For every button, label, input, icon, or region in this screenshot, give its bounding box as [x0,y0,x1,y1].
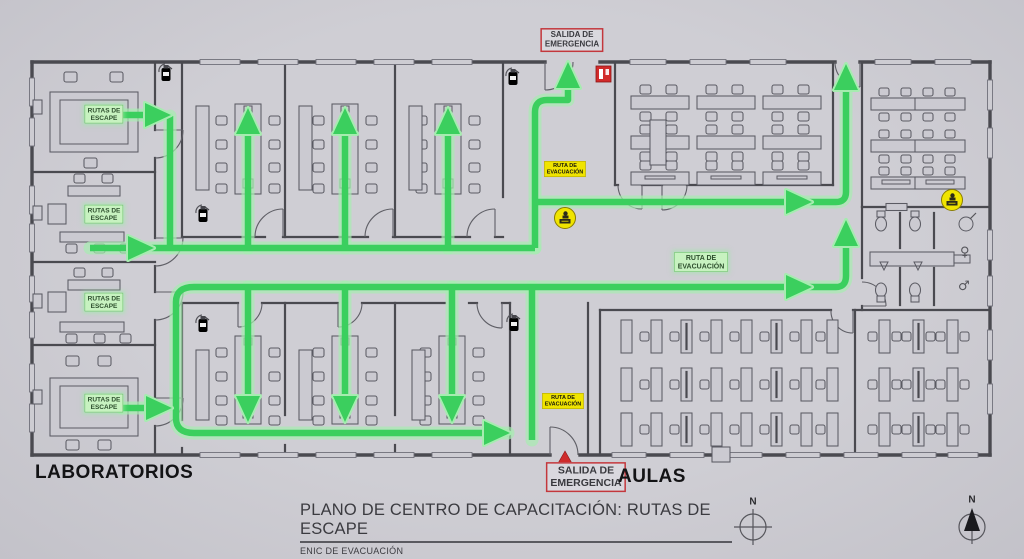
evacuation-route-small-label-bottom: RUTA DE EVACUACIÓN [542,393,584,409]
compass-north-arrow [958,508,986,544]
title-block: PLANO DE CENTRO DE CAPACITACIÓN: RUTAS D… [300,501,732,556]
compass-crosshair [734,509,772,545]
escape-route-label-1: RUTAS DE ESCAPE [84,104,124,124]
plan-subtitle: ENIC DE EVACUACIÓN [300,546,404,556]
evacuation-route-small-label-top: RUTA DE EVACUACIÓN [544,161,586,177]
svg-text:♀: ♀ [960,245,970,260]
evacuation-route-label: RUTA DE EVACUACIÓN [674,252,728,272]
safety-icons [158,63,963,463]
compass-symbols [734,508,986,545]
escape-route-arrows [83,60,860,447]
alarm-point-icon [554,207,576,229]
escape-route-label-4: RUTAS DE ESCAPE [84,393,124,413]
fire-extinguisher-icon [195,314,210,332]
emergency-exit-label-bottom: SALIDA DE EMERGENCIA [545,462,627,492]
emergency-exit-sign-icon [595,65,612,83]
exit-marker-triangle [557,450,573,463]
compass-north-letter-1: N [749,496,757,508]
windows [29,59,993,458]
aulas-area-label: AULAS [618,466,686,487]
alarm-point-icon [941,189,963,211]
escape-route-label-3: RUTAS DE ESCAPE [84,292,124,312]
fire-extinguisher-icon [158,63,173,81]
fire-extinguisher-icon [505,67,520,85]
compass-north-letter-2: N [968,494,976,506]
emergency-exit-label-top: SALIDA DE EMERGENCIA [540,28,604,52]
fire-extinguisher-icon [506,313,521,331]
fire-extinguisher-icon [195,204,210,222]
svg-text:♂: ♂ [958,279,970,294]
plan-title: PLANO DE CENTRO DE CAPACITACIÓN: RUTAS D… [300,501,732,543]
laboratorios-area-label: LABORATORIOS [35,462,194,483]
escape-route-label-2: RUTAS DE ESCAPE [84,204,124,224]
